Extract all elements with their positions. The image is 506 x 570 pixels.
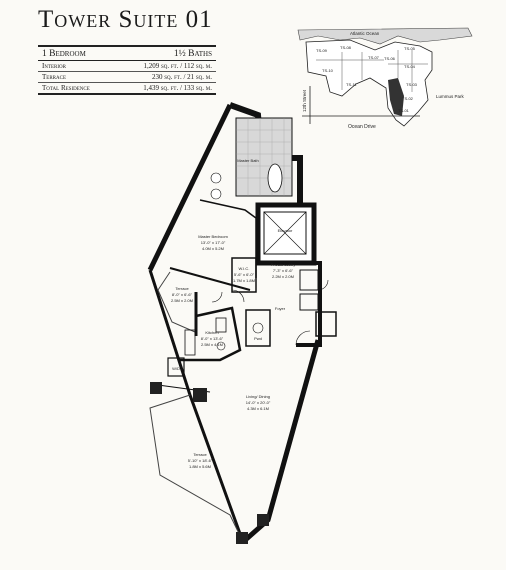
unit-ts05: TS-05 xyxy=(404,46,416,51)
spec-value: 1,439 sq. ft. / 133 sq. m. xyxy=(143,84,212,92)
spec-label: Terrace xyxy=(42,73,66,81)
keyplan-street: 12th Street xyxy=(302,89,307,112)
label-wd: W/D xyxy=(172,366,180,371)
page-title: Tower Suite 01 xyxy=(38,6,213,33)
label-kitchen: Kitchen xyxy=(205,330,218,335)
label-living: Living/ Dining xyxy=(246,394,270,399)
dim-lobby-imperial: 7'-3" x 6'-6" xyxy=(273,268,294,273)
specs-header: 1 Bedroom 1½ Baths xyxy=(38,47,216,61)
spec-label: Interior xyxy=(42,62,66,70)
dim-kitchen-imperial: 8'-0" x 13'-6" xyxy=(201,336,224,341)
spec-row-total: Total Residence 1,439 sq. ft. / 133 sq. … xyxy=(38,83,216,93)
spec-row-interior: Interior 1,209 sq. ft. / 112 sq. m. xyxy=(38,61,216,72)
unit-ts07: TS-07 xyxy=(368,55,380,60)
dim-wic-imperial: 5'-6" x 6'-0" xyxy=(234,272,255,277)
label-elevator: Elevator xyxy=(278,228,293,233)
key-plan: Atlantic Ocean TS-09 TS-08 TS-10 TS-07 T… xyxy=(297,27,473,130)
unit-ts11: TS-11 xyxy=(346,82,357,87)
label-terrace-large: Terrace xyxy=(193,452,207,457)
dim-terrace-large-metric: 1.8M x 5.6M xyxy=(189,464,211,469)
dim-master-bedroom-metric: 4.0M x 5.2M xyxy=(202,246,224,251)
label-foyer: Foyer xyxy=(275,306,286,311)
spec-value: 1,209 sq. ft. / 112 sq. m. xyxy=(143,62,213,70)
keyplan-drive: Ocean Drive xyxy=(348,124,376,130)
unit-ts09: TS-09 xyxy=(316,48,328,53)
spec-value: 230 sq. ft. / 21 sq. m. xyxy=(151,73,212,81)
label-private-lobby: Private Lobby xyxy=(271,262,295,267)
label-wic: W.I.C. xyxy=(239,266,250,271)
label-terrace-small: Terrace xyxy=(175,286,189,291)
apartment-walls xyxy=(147,102,337,544)
keyplan-park: Lummus Park xyxy=(436,94,465,99)
bedrooms-label: 1 Bedroom xyxy=(42,49,86,59)
label-master-bedroom: Master Bedroom xyxy=(198,234,228,239)
keyplan-unit-labels: TS-09 TS-08 TS-10 TS-07 TS-06 TS-05 TS-0… xyxy=(316,45,418,113)
dim-master-bedroom-imperial: 13'-0" x 17'-0" xyxy=(201,240,226,245)
spec-row-terrace: Terrace 230 sq. ft. / 21 sq. m. xyxy=(38,72,216,83)
spec-label: Total Residence xyxy=(42,84,90,92)
unit-ts06: TS-06 xyxy=(384,56,396,61)
unit-ts08: TS-08 xyxy=(340,45,352,50)
dim-living-metric: 4.3M x 6.1M xyxy=(247,406,269,411)
unit-ts01: TS-01 xyxy=(398,108,410,113)
room-labels: Master Bath Master Bedroom 13'-0" x 17'-… xyxy=(171,158,295,469)
keyplan-ocean: Atlantic Ocean xyxy=(350,31,380,36)
label-master-bath: Master Bath xyxy=(237,158,259,163)
dim-terrace-large-imperial: 5'-10" x 18'-6" xyxy=(188,458,213,463)
specs-table: 1 Bedroom 1½ Baths Interior 1,209 sq. ft… xyxy=(38,45,216,95)
unit-ts10: TS-10 xyxy=(322,68,334,73)
dim-kitchen-metric: 2.5M x 4.1M xyxy=(201,342,223,347)
unit-ts04: TS-04 xyxy=(404,64,416,69)
baths-label: 1½ Baths xyxy=(173,49,212,59)
unit-ts02: TS-02 xyxy=(402,96,414,101)
dim-living-imperial: 14'-0" x 20'-0" xyxy=(246,400,271,405)
dim-lobby-metric: 2.2M x 2.0M xyxy=(272,274,294,279)
dim-terrace-small-metric: 2.5M x 2.0M xyxy=(171,298,193,303)
unit-ts03: TS-03 xyxy=(406,82,418,87)
dim-terrace-small-imperial: 8'-0" x 6'-6" xyxy=(172,292,193,297)
label-powder: Pwd xyxy=(254,336,262,341)
dim-wic-metric: 1.7M x 1.8M xyxy=(233,278,255,283)
